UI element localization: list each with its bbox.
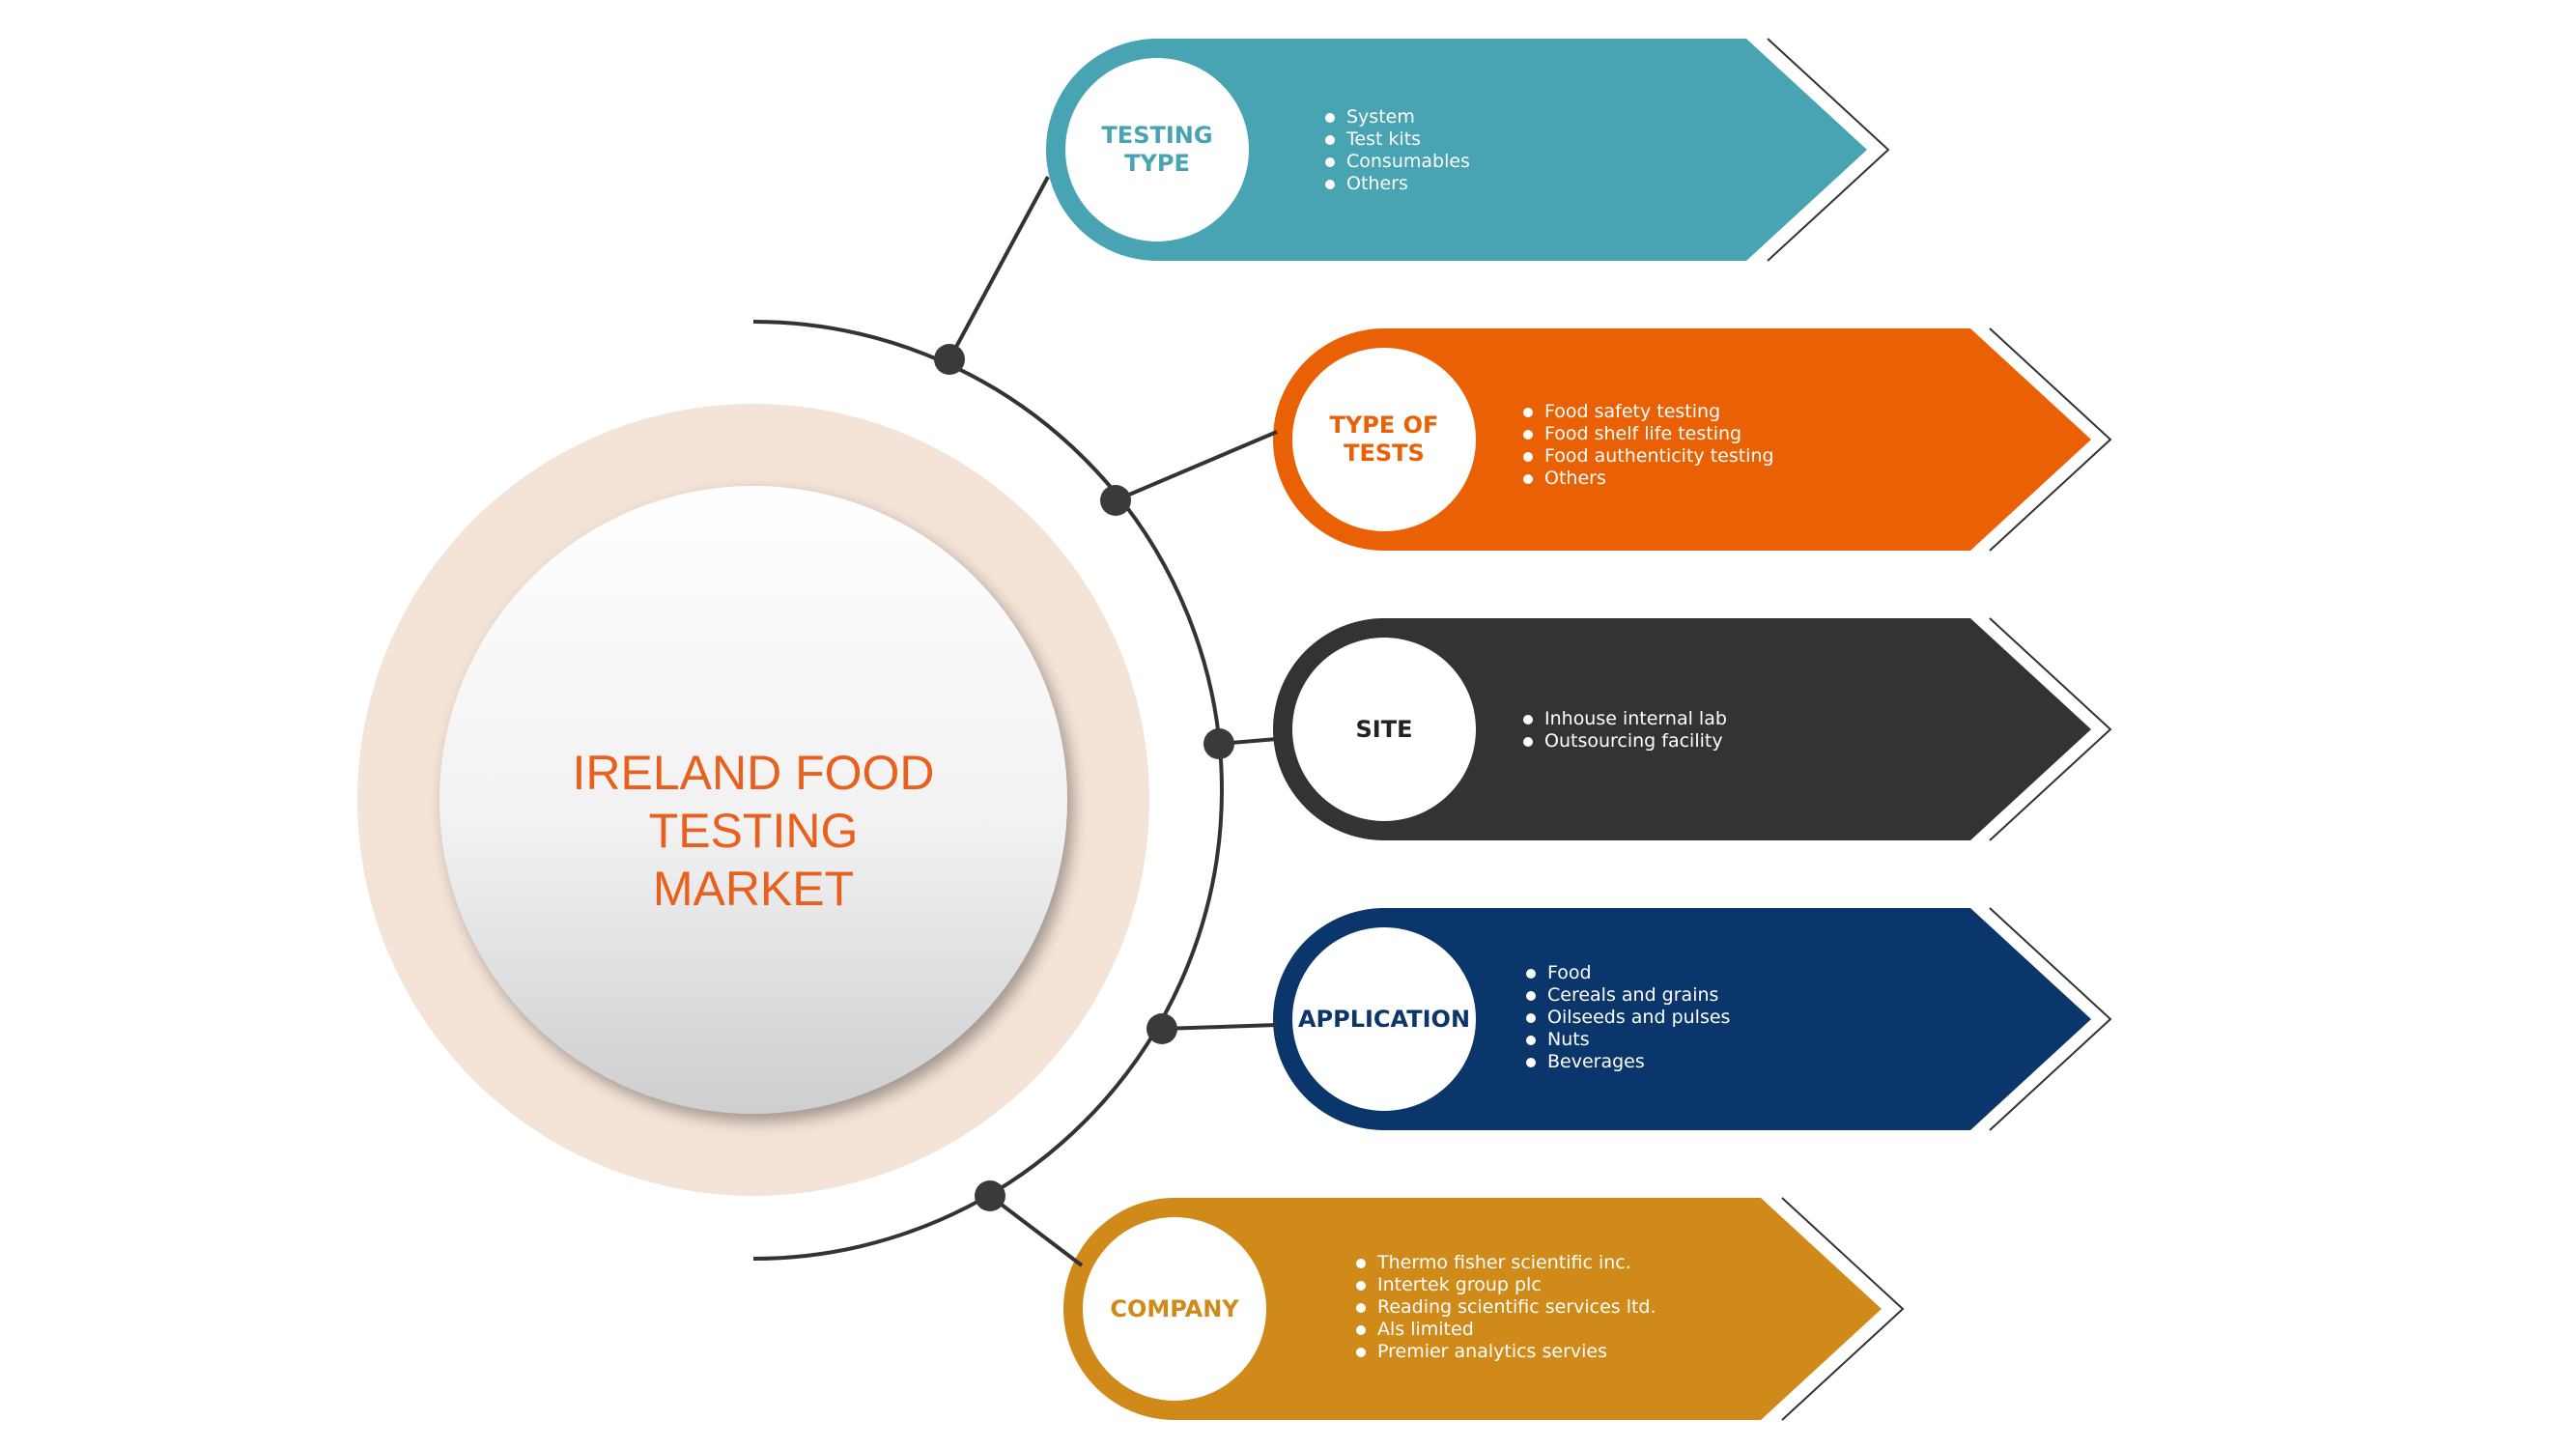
segment-label-circle bbox=[1292, 638, 1476, 821]
list-item: Food authenticity testing bbox=[1521, 445, 1774, 468]
connector-line bbox=[1161, 1023, 1278, 1031]
segment-banner-company bbox=[1063, 1198, 1882, 1420]
segment-site bbox=[1203, 617, 2112, 841]
segment-banner-testing-type bbox=[1046, 39, 1867, 261]
segment-label-type-of-tests: TYPE OF TESTS bbox=[1292, 348, 1476, 531]
list-item: Others bbox=[1521, 468, 1774, 490]
segment-label-line-2: TESTS bbox=[1344, 440, 1425, 467]
segment-banner-application bbox=[1273, 908, 2091, 1130]
segment-label-company: COMPANY bbox=[1083, 1217, 1266, 1401]
segment-banner-type-of-tests bbox=[1273, 328, 2091, 551]
connector-line bbox=[948, 176, 1050, 360]
segment-label-line-1: COMPANY bbox=[1110, 1294, 1239, 1322]
segment-label-line-1: SITE bbox=[1355, 715, 1413, 743]
segment-application bbox=[1146, 907, 2112, 1131]
hub-inner-circle bbox=[439, 486, 1067, 1114]
hub-title-line-1: IRELAND FOOD TESTING bbox=[572, 746, 935, 858]
segment-type-of-tests bbox=[1100, 327, 2112, 552]
segment-label-circle bbox=[1292, 927, 1476, 1111]
arrow-outline bbox=[1989, 617, 2112, 841]
list-item: Thermo fisher scientific inc. bbox=[1354, 1252, 1656, 1274]
connector-node bbox=[975, 1180, 1005, 1211]
segment-label-circle bbox=[1065, 58, 1249, 242]
segment-testing-type bbox=[934, 38, 1890, 375]
arrow-outline bbox=[1989, 327, 2112, 552]
list-item: Food shelf life testing bbox=[1521, 423, 1774, 445]
list-item: Nuts bbox=[1524, 1029, 1730, 1051]
segment-items-application: Food Cereals and grains Oilseeds and pul… bbox=[1524, 962, 1730, 1073]
list-item: Outsourcing facility bbox=[1521, 730, 1727, 753]
segment-banner-site bbox=[1273, 618, 2091, 840]
list-item: Inhouse internal lab bbox=[1521, 708, 1727, 730]
list-item: Test kits bbox=[1323, 128, 1470, 151]
segment-label-circle bbox=[1292, 348, 1476, 531]
segment-items-company: Thermo fisher scientific inc. Intertek g… bbox=[1354, 1252, 1656, 1363]
list-item: Intertek group plc bbox=[1354, 1274, 1656, 1296]
segment-company bbox=[975, 1180, 1905, 1421]
segment-items-testing-type: System Test kits Consumables Others bbox=[1323, 106, 1470, 195]
segment-label-site: SITE bbox=[1292, 638, 1476, 821]
connector-node bbox=[1203, 728, 1234, 759]
list-item: Oilseeds and pulses bbox=[1524, 1007, 1730, 1029]
arrow-outline bbox=[1781, 1197, 1905, 1421]
list-item: Reading scientific services ltd. bbox=[1354, 1296, 1656, 1319]
segment-items-type-of-tests: Food safety testing Food shelf life test… bbox=[1521, 401, 1774, 490]
connector-line bbox=[988, 1194, 1084, 1267]
list-item: System bbox=[1323, 106, 1470, 128]
connector-node bbox=[1146, 1013, 1177, 1044]
list-item: Consumables bbox=[1323, 151, 1470, 173]
list-item: Als limited bbox=[1354, 1319, 1656, 1341]
list-item: Cereals and grains bbox=[1524, 984, 1730, 1007]
segment-label-application: APPLICATION bbox=[1292, 927, 1476, 1111]
segment-label-line-1: TESTING bbox=[1101, 122, 1213, 149]
list-item: Premier analytics servies bbox=[1354, 1341, 1656, 1363]
hub-title: IRELAND FOOD TESTING MARKET bbox=[464, 744, 1043, 918]
segment-label-line-2: TYPE bbox=[1124, 150, 1190, 177]
segment-label-testing-type: TESTING TYPE bbox=[1065, 58, 1249, 242]
connector-node bbox=[1100, 485, 1131, 516]
segment-label-line-1: APPLICATION bbox=[1297, 1005, 1471, 1033]
list-item: Beverages bbox=[1524, 1051, 1730, 1073]
connector-line bbox=[1115, 430, 1278, 502]
list-item: Others bbox=[1323, 173, 1470, 195]
segment-items-site: Inhouse internal lab Outsourcing facilit… bbox=[1521, 708, 1727, 753]
segment-label-line-1: TYPE OF bbox=[1329, 412, 1439, 439]
arrow-outline bbox=[1767, 38, 1890, 262]
connector-node bbox=[934, 344, 965, 375]
segment-label-circle bbox=[1083, 1217, 1266, 1401]
hub-title-line-2: MARKET bbox=[652, 862, 855, 916]
list-item: Food bbox=[1524, 962, 1730, 984]
list-item: Food safety testing bbox=[1521, 401, 1774, 423]
arrow-outline bbox=[1989, 907, 2112, 1131]
